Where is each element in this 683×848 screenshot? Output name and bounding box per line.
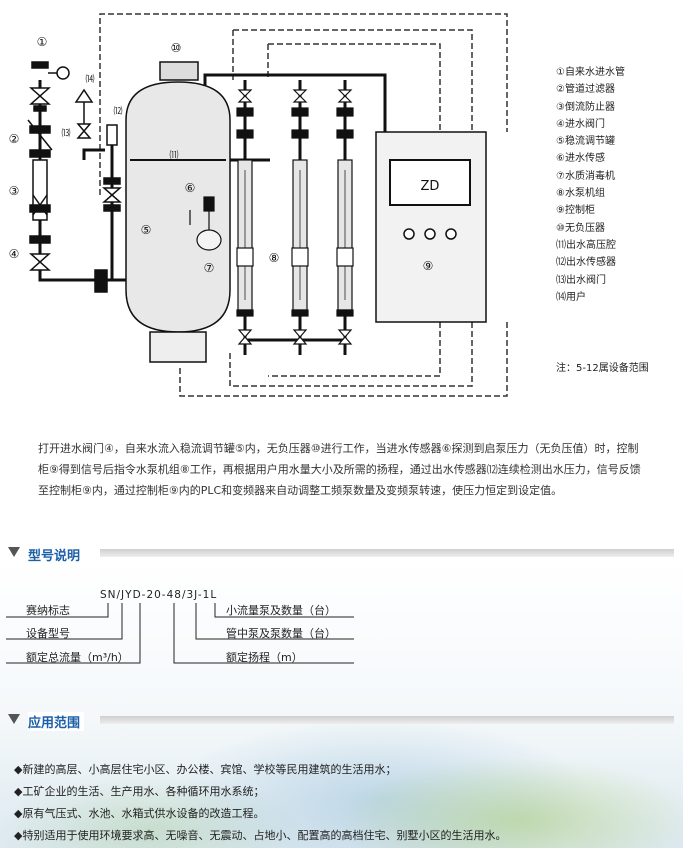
section-divider — [100, 716, 674, 724]
legend-item: ⑨控制柜 — [556, 205, 595, 217]
model-label-brand: 赛纳标志 — [26, 604, 70, 617]
marker-1: ① — [37, 35, 48, 49]
system-diagram: ZD ① ② ③ ④ ⑤ ⑥ ⑦ ⑧ ⑨ ⑩ ⑾ ⑿ ⒀ ⒁ — [9, 13, 508, 397]
application-section-header: 应用范围 — [8, 712, 674, 731]
stabilizing-tank — [125, 61, 231, 363]
equipment-scope-note: 注：5-12属设备范围 — [556, 363, 649, 374]
control-cabinet — [375, 131, 487, 323]
marker-5: ⑤ — [141, 223, 152, 237]
marker-12: ⑿ — [113, 105, 122, 117]
application-item: ◆原有气压式、水池、水箱式供水设备的改造工程。 — [14, 807, 265, 820]
triangle-marker-icon — [8, 714, 20, 724]
control-display-text: ZD — [421, 179, 440, 194]
legend-item: ⑧水泵机组 — [556, 188, 605, 200]
marker-13: ⒀ — [61, 127, 70, 139]
application-list: ◆新建的高层、小高层住宅小区、办公楼、宾馆、学校等民用建筑的生活用水； ◆工矿企业… — [14, 759, 506, 847]
operation-description: 打开进水阀门④，自来水流入稳流调节罐⑤内，无负压器⑩进行工作，当进水传感器⑥探测… — [38, 442, 641, 497]
model-diagram-lines — [6, 603, 354, 664]
legend-item: ③倒流防止器 — [556, 101, 615, 113]
model-label-mid-pumps: 管中泵及泵数量（台） — [226, 627, 336, 640]
section-divider — [100, 549, 674, 557]
pump-unit-3 — [336, 89, 354, 345]
model-section-header: 型号说明 — [8, 545, 674, 564]
legend-item: ④进水阀门 — [556, 118, 605, 130]
legend-item: ①自来水进水管 — [556, 67, 625, 78]
triangle-marker-icon — [8, 547, 20, 557]
marker-4: ④ — [9, 247, 20, 261]
marker-6: ⑥ — [185, 181, 196, 195]
marker-14: ⒁ — [85, 73, 94, 85]
legend-item: ②管道过滤器 — [556, 84, 615, 96]
pump-unit-2 — [291, 89, 309, 345]
marker-11: ⑾ — [169, 149, 178, 161]
component-legend: ①自来水进水管 ②管道过滤器 ③倒流防止器 ④进水阀门 ⑤稳流调节罐 ⑥进水传感 ⑦水质消毒… — [556, 64, 681, 306]
application-item: ◆工矿企业的生活、生产用水、各种循环用水系统； — [14, 785, 265, 798]
marker-2: ② — [9, 132, 20, 146]
marker-3: ③ — [9, 184, 20, 198]
disinfection-unit — [189, 196, 222, 251]
inlet-pipe-assembly — [27, 61, 108, 293]
legend-item: ⒀出水阀门 — [556, 274, 606, 286]
background-wash — [0, 560, 683, 848]
model-code: SN/JYD-20-48/3J-1L — [100, 589, 218, 601]
legend-item: ⒁用户 — [556, 291, 586, 303]
outlet-valve-sensor — [74, 88, 122, 212]
marker-10: ⑩ — [171, 41, 182, 55]
legend-item: ⑥进水传感 — [556, 153, 605, 165]
model-label-rated-head: 额定扬程（m） — [226, 651, 303, 664]
marker-7: ⑦ — [204, 261, 215, 275]
application-item: ◆新建的高层、小高层住宅小区、办公楼、宾馆、学校等民用建筑的生活用水； — [14, 763, 397, 776]
model-section-title: 型号说明 — [28, 545, 85, 564]
equipment-boundary-dashed — [99, 13, 508, 397]
model-label-device-type: 设备型号 — [26, 627, 70, 640]
application-section-title: 应用范围 — [28, 712, 85, 731]
model-label-small-pumps: 小流量泵及数量（台） — [226, 604, 336, 617]
model-label-rated-flow: 额定总流量（m³/h） — [26, 651, 129, 664]
legend-item: ⑾出水高压腔 — [556, 239, 616, 251]
legend-item: ⑩无负压器 — [556, 222, 605, 234]
marker-9: ⑨ — [423, 259, 434, 273]
pump-unit-1 — [236, 89, 254, 345]
marker-8: ⑧ — [269, 251, 280, 265]
legend-item: ⑦水质消毒机 — [556, 170, 615, 182]
application-item: ◆特别适用于使用环境要求高、无噪音、无震动、占地小、配置高的高档住宅、别墅小区的… — [14, 829, 507, 842]
legend-item: ⑿出水传感器 — [556, 257, 616, 269]
legend-item: ⑤稳流调节罐 — [556, 136, 615, 148]
callout-markers: ① ② ③ ④ ⑤ ⑥ ⑦ ⑧ ⑨ ⑩ ⑾ ⑿ ⒀ ⒁ — [9, 35, 434, 275]
